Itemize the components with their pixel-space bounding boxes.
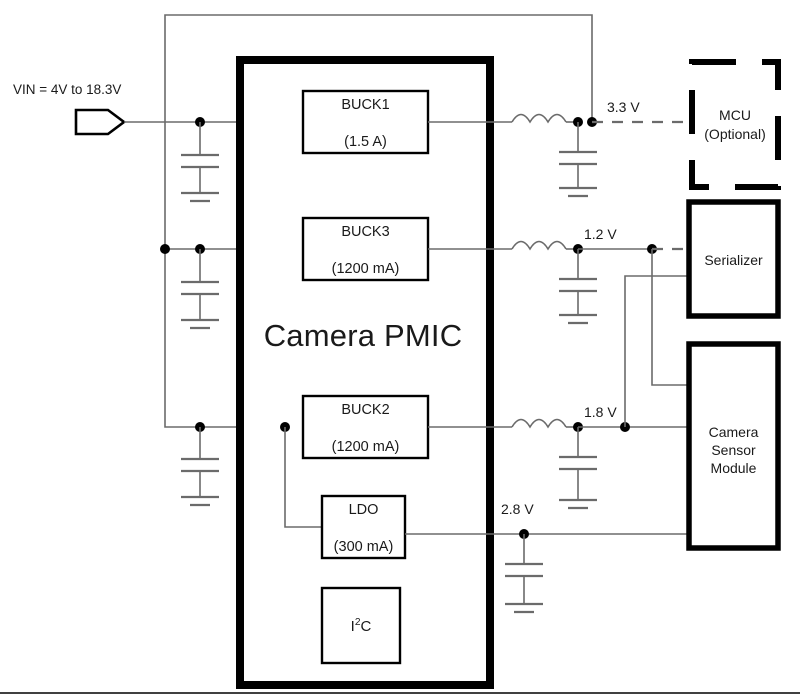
page-title: Camera PMIC bbox=[263, 318, 463, 353]
ground-symbol bbox=[181, 318, 219, 330]
rail-label-1v2: 1.2 V bbox=[584, 226, 617, 242]
vin-pin bbox=[74, 108, 127, 136]
cap-1v8 bbox=[559, 427, 597, 510]
ldo-rating: (300 mA) bbox=[333, 539, 394, 555]
wire-3v3-feedback bbox=[164, 14, 593, 125]
rail-label-2v8: 2.8 V bbox=[501, 501, 534, 517]
block-ldo bbox=[320, 494, 407, 560]
mcu-label-line2: (Optional) bbox=[704, 126, 766, 142]
cap-vin-1 bbox=[181, 122, 219, 203]
ground-symbol bbox=[559, 498, 597, 510]
block-serializer bbox=[686, 199, 781, 319]
wire-1v2-to-camera-sensor bbox=[651, 249, 689, 386]
buck3-name: BUCK3 bbox=[341, 224, 390, 240]
cap-vin-3 bbox=[181, 427, 219, 507]
vin-label: VIN = 4V to 18.3V bbox=[13, 82, 122, 97]
cap-vin-2 bbox=[181, 249, 219, 330]
buck3-rating: (1200 mA) bbox=[331, 261, 400, 277]
i2c-suffix: C bbox=[360, 618, 372, 635]
i2c-prefix: I bbox=[350, 618, 355, 635]
block-i2c bbox=[320, 586, 402, 665]
i2c-superscript: 2 bbox=[354, 617, 361, 628]
block-mcu bbox=[689, 59, 781, 190]
cap-2v8 bbox=[505, 534, 543, 614]
camera-sensor-label-line1: Camera bbox=[708, 424, 759, 440]
block-camera-sensor bbox=[686, 341, 781, 551]
buck1-name: BUCK1 bbox=[341, 97, 390, 113]
cap-3v3 bbox=[559, 122, 597, 198]
ldo-name: LDO bbox=[348, 502, 379, 518]
ground-symbol bbox=[181, 191, 219, 203]
ground-symbol bbox=[559, 186, 597, 198]
buck1-rating: (1.5 A) bbox=[344, 134, 387, 150]
wire-vin-to-ldo bbox=[284, 427, 322, 528]
camera-pmic-body bbox=[236, 56, 494, 689]
camera-sensor-label-line3: Module bbox=[710, 460, 757, 476]
mcu-label-line1: MCU bbox=[719, 107, 751, 123]
inductor-buck1 bbox=[511, 113, 578, 124]
block-buck1 bbox=[301, 89, 430, 155]
node-vin-buck3 bbox=[160, 244, 170, 254]
rail-label-1v8: 1.8 V bbox=[584, 404, 617, 420]
serializer-label: Serializer bbox=[704, 252, 763, 268]
camera-sensor-label-line2: Sensor bbox=[711, 442, 756, 458]
buck2-rating: (1200 mA) bbox=[331, 439, 400, 455]
buck2-name: BUCK2 bbox=[341, 402, 390, 418]
ground-symbol bbox=[505, 602, 543, 614]
wire-1v8-to-serializer bbox=[624, 275, 689, 427]
inductor-buck3 bbox=[511, 240, 578, 251]
ground-symbol bbox=[181, 495, 219, 507]
i2c-label: I2C bbox=[351, 617, 372, 635]
inductor-buck2 bbox=[511, 418, 578, 429]
ground-symbol bbox=[559, 313, 597, 325]
rail-label-3v3: 3.3 V bbox=[607, 99, 640, 115]
cap-1v2 bbox=[559, 249, 597, 325]
